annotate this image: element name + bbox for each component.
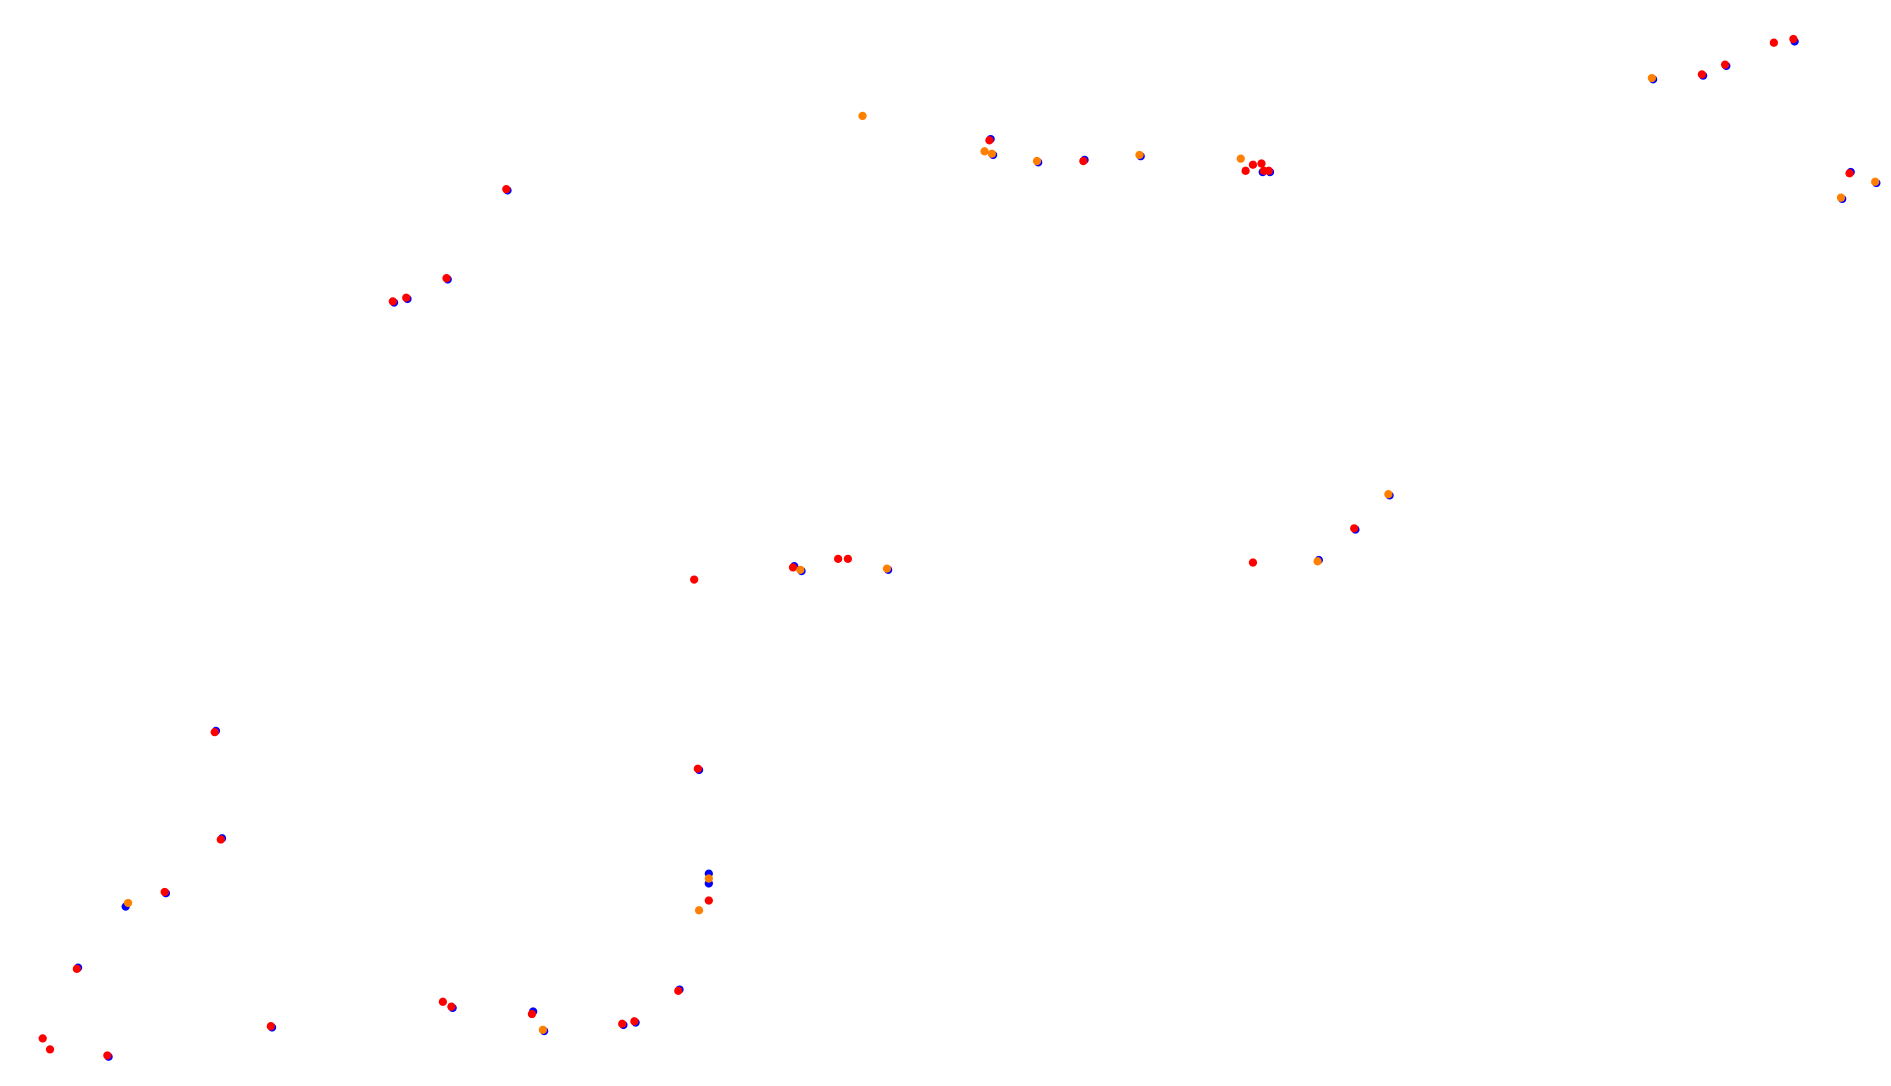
data-point <box>438 997 448 1006</box>
data-point <box>123 898 133 908</box>
data-point <box>690 575 699 584</box>
data-point <box>796 565 805 574</box>
data-point <box>1079 156 1088 166</box>
data-point <box>447 1002 456 1011</box>
data-point <box>882 564 892 573</box>
data-point <box>45 1045 55 1054</box>
data-point <box>527 1009 537 1019</box>
data-point <box>1313 557 1322 566</box>
data-point <box>1697 70 1707 79</box>
data-point <box>694 906 704 915</box>
data-point <box>1350 524 1359 533</box>
data-point <box>216 835 225 844</box>
data-point <box>210 727 219 737</box>
data-point <box>704 896 713 905</box>
data-point <box>1264 166 1273 175</box>
data-point <box>1647 73 1657 83</box>
data-point <box>693 764 702 773</box>
data-point <box>980 147 989 156</box>
data-point <box>1241 166 1250 175</box>
data-point <box>1032 156 1042 166</box>
data-point <box>704 874 713 883</box>
data-point <box>858 111 867 121</box>
data-point <box>72 964 82 974</box>
data-point <box>788 563 798 572</box>
data-point <box>388 297 397 306</box>
data-point <box>987 149 997 158</box>
data-point <box>103 1051 112 1060</box>
data-points <box>38 34 1881 1061</box>
data-point <box>843 554 853 564</box>
data-point <box>38 1034 47 1043</box>
data-point <box>160 887 169 897</box>
data-point <box>1135 150 1144 160</box>
data-point <box>985 136 994 145</box>
data-point <box>1248 558 1258 567</box>
data-point <box>1236 154 1245 163</box>
data-point <box>1257 159 1266 168</box>
data-point <box>538 1025 548 1035</box>
data-point <box>1836 193 1846 202</box>
data-point <box>674 986 683 995</box>
data-point <box>266 1022 275 1031</box>
data-point <box>442 274 451 283</box>
data-point <box>1845 169 1854 178</box>
data-point <box>1384 490 1393 499</box>
data-point <box>1248 160 1258 169</box>
data-point <box>1789 34 1798 44</box>
data-point <box>618 1019 627 1028</box>
data-point <box>502 184 511 194</box>
data-point <box>1769 38 1779 47</box>
data-point <box>630 1017 639 1026</box>
data-point <box>1870 177 1880 186</box>
data-point <box>1720 60 1730 69</box>
data-point <box>402 293 411 302</box>
data-point <box>833 554 843 564</box>
